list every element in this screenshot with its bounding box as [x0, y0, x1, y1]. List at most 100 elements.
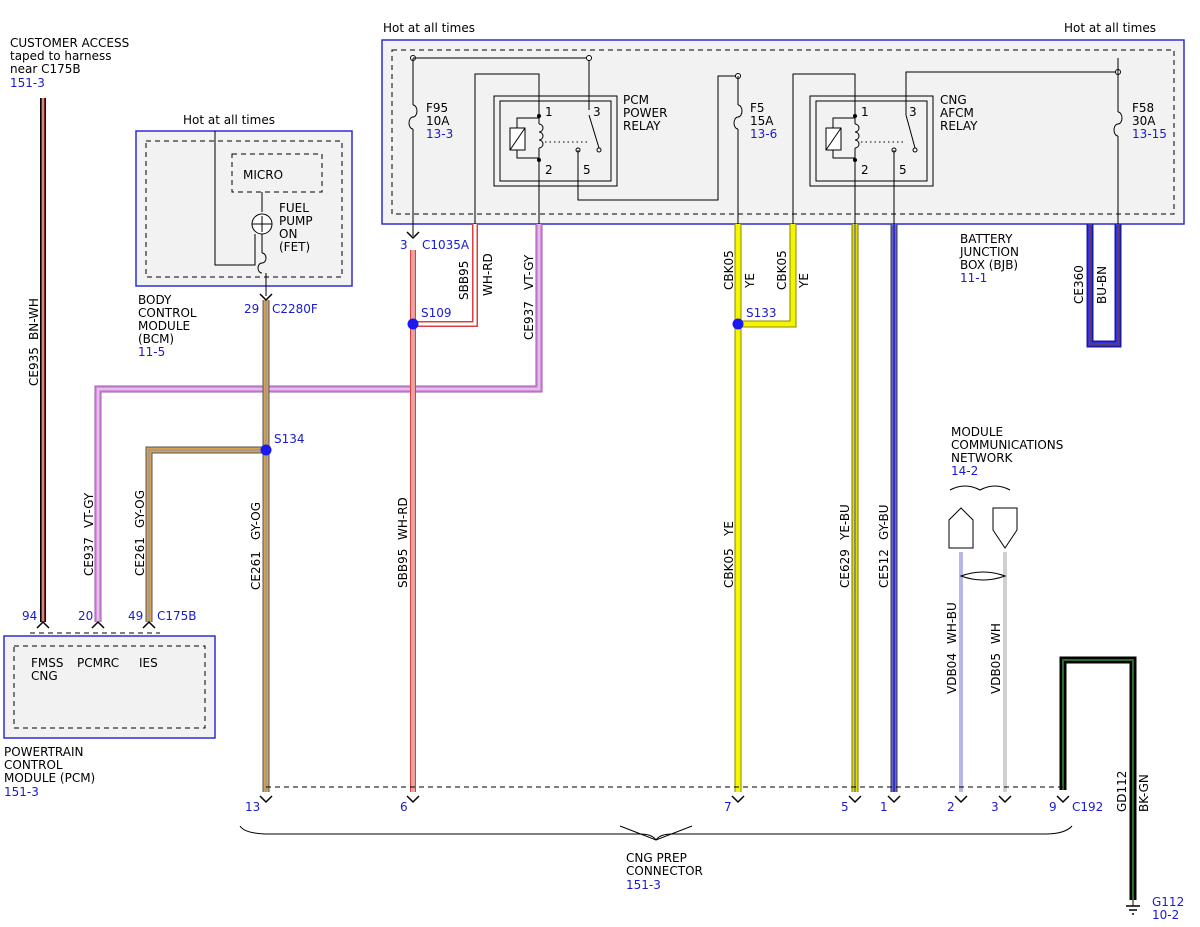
- pcm-relay-label3: RELAY: [623, 119, 661, 133]
- label-ce937-b-color: VT-GY: [82, 492, 96, 528]
- pcm-relay-pin3: 3: [593, 105, 601, 119]
- wire-ce937: [94, 224, 543, 622]
- pcm-name-2: CONTROL: [4, 758, 63, 772]
- battery-junction-box: Hot at all times Hot at all times F95 10…: [381, 21, 1185, 285]
- bcm-inner-dashed: [145, 140, 343, 278]
- cng-connector-c192: C192: [1072, 800, 1103, 814]
- label-ce937-a-color: VT-GY: [522, 254, 536, 290]
- pcm-relay-pin1: 1: [545, 105, 553, 119]
- cng-relay-pin5: 5: [899, 163, 907, 177]
- pcm-relay-switch: [588, 114, 600, 149]
- wire-ce360: [1086, 224, 1122, 348]
- label-vdb05: VDB05: [989, 653, 1003, 694]
- bcm-micro-box: [231, 153, 323, 193]
- f5-name: F5: [750, 101, 765, 115]
- arrow-c192-7: [731, 795, 745, 804]
- cng-relay-pin2: 2: [861, 163, 869, 177]
- cng-relay-label1: CNG: [940, 93, 967, 107]
- splice-s134-dot: [260, 444, 272, 456]
- pcm-relay-feed-node: [586, 55, 592, 61]
- pcm-pin-20: 20: [78, 609, 93, 623]
- pcm-relay-label2: POWER: [623, 106, 667, 120]
- arrow-pcm-94: [36, 620, 50, 629]
- bjb-hot-right: Hot at all times: [1064, 21, 1156, 35]
- ground-g112: G112 10-2: [1126, 895, 1184, 922]
- arrow-c192-2: [954, 795, 968, 804]
- label-sbb95-b-color: WH-RD: [396, 497, 410, 540]
- arrow-c192-3: [998, 795, 1012, 804]
- fet-label-4: (FET): [279, 240, 310, 254]
- cng-relay-coil-bot: [832, 150, 855, 159]
- wire-ce937-stripe: [97, 224, 540, 622]
- pcm-relay-coil-winding: [538, 118, 544, 158]
- bcm-name-1: BODY: [138, 293, 172, 307]
- label-sbb95-a: SBB95: [457, 261, 471, 300]
- cng-relay-pin3: 3: [909, 105, 917, 119]
- pcm-relay-pin5: 5: [583, 163, 591, 177]
- cng-relay-outer: [809, 95, 934, 187]
- cng-relay-pin1: 1: [861, 105, 869, 119]
- powertrain-control-module: FMSS CNG PCMRC IES POWERTRAIN CONTROL MO…: [3, 609, 216, 799]
- bcm-outline: [135, 130, 353, 287]
- splice-s134: S134: [274, 432, 305, 446]
- connector-arrows: [36, 231, 1070, 804]
- pcm-pin-94: 94: [22, 609, 37, 623]
- cng-relay-coil-winding: [854, 118, 860, 158]
- label-ce360: CE360: [1072, 265, 1086, 304]
- pcm-relay-coil-top: [516, 117, 539, 128]
- pcm-ref: 151-3: [4, 785, 39, 799]
- pcm-relay-pin2: 2: [545, 163, 553, 177]
- arrow-c192-9: [1056, 795, 1070, 804]
- bcm-connector: C2280F: [272, 302, 318, 316]
- pcm-inner-dashed: [13, 645, 206, 729]
- pcm-relay-label1: PCM: [623, 93, 649, 107]
- cng-conn-name-1: CNG PREP: [626, 851, 687, 865]
- pcm-relay-outer: [493, 95, 618, 187]
- customer-access-3: near C175B: [10, 62, 81, 76]
- f95-ref: 13-3: [426, 127, 453, 141]
- label-vdb04: VDB04: [945, 653, 959, 694]
- bcm-hot: Hot at all times: [183, 113, 275, 127]
- label-ce261-a: CE261: [133, 537, 147, 576]
- f95-fuse-icon: [408, 104, 418, 130]
- cng-conn-name-2: CONNECTOR: [626, 864, 703, 878]
- network-connector-left-icon: [948, 507, 974, 549]
- network-ref: 14-2: [951, 464, 978, 478]
- pcm-name-3: MODULE (PCM): [4, 771, 95, 785]
- bjb-connector-c1035a: C1035A: [422, 238, 470, 252]
- splice-s109: S109: [421, 306, 452, 320]
- fet-label-3: ON: [279, 227, 297, 241]
- ground-ref: 10-2: [1152, 908, 1179, 922]
- customer-access-ref: 151-3: [10, 76, 45, 90]
- label-sbb95-a-color: WH-RD: [481, 253, 495, 296]
- pcm-relay-contact3: [596, 147, 602, 153]
- label-cbk05-c: CBK05: [722, 548, 736, 588]
- cng-pin-5: 5: [841, 800, 849, 814]
- bcm-feed-wire: [214, 131, 256, 266]
- wire-ce261: [145, 300, 270, 792]
- cng-pin-13: 13: [245, 800, 260, 814]
- cng-relay-switch: [905, 114, 916, 149]
- cng-relay-contact3: [912, 147, 918, 153]
- bcm-ref: 11-5: [138, 345, 165, 359]
- network-connector-right-icon: [992, 507, 1018, 549]
- network-3: NETWORK: [951, 451, 1014, 465]
- label-ce937-a: CE937: [522, 301, 536, 340]
- cng-pin-7: 7: [724, 800, 732, 814]
- cng-pin-6: 6: [400, 800, 408, 814]
- cng-conn-brace-icon: [239, 825, 1073, 841]
- splice-s133: S133: [746, 306, 777, 320]
- label-cbk05-b: CBK05: [775, 250, 789, 290]
- arrow-c192-1: [887, 795, 901, 804]
- f5-fuse-icon: [733, 104, 743, 130]
- splice-s109-dot: [407, 318, 419, 330]
- pcm-relay-coil-bot: [516, 150, 539, 159]
- bjb-inner-dashed: [391, 49, 1175, 215]
- bjb-pin-3: 3: [400, 238, 408, 252]
- wire-ce261-branch-stripe: [148, 449, 266, 622]
- cng-pin-1: 1: [880, 800, 888, 814]
- pcm-relay-pin5-wire: [577, 75, 738, 201]
- cng-relay-pin3-wire: [905, 71, 1118, 115]
